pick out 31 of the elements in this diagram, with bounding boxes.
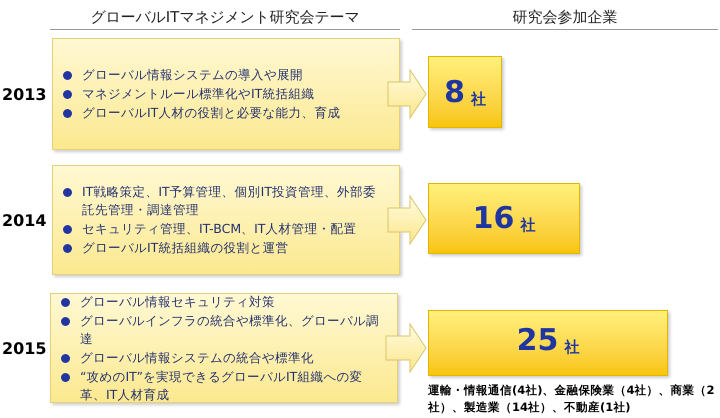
year-label: 2015	[2, 338, 47, 360]
count-unit: 社	[520, 215, 536, 235]
theme-item: グローバルIT統括組織の役割と運営	[82, 239, 290, 257]
block-arrow	[386, 322, 427, 374]
theme-box	[50, 293, 398, 403]
theme-item: “攻めのIT”を実現できるグローバルIT組織への変革、IT人材育成	[80, 368, 364, 404]
company-count-box	[428, 183, 580, 254]
theme-item: セキュリティ管理、IT-BCM、IT人材管理・配置	[82, 220, 358, 238]
theme-item: グローバル情報システムの導入や展開	[82, 66, 304, 84]
column-heading: 研究会参加企業	[512, 7, 618, 28]
theme-item: グローバルIT人材の役割と必要な能力、育成	[82, 104, 342, 122]
count-number: 25	[516, 325, 558, 357]
theme-box	[52, 38, 400, 150]
company-count-box	[428, 56, 502, 128]
count-number: 16	[472, 203, 514, 235]
count-unit: 社	[564, 337, 580, 357]
industry-breakdown-note: 運輸・情報通信(4社)、金融保険業（4社）、商業（2社）、製造業（14社）、不動産(1社)	[428, 382, 716, 416]
theme-item: グローバル情報システムの統合や標準化	[80, 348, 315, 366]
company-count-box	[428, 310, 668, 376]
column-heading: グローバルITマネジメント研究会テーマ	[90, 7, 360, 28]
count-unit: 社	[470, 89, 486, 109]
theme-item: グローバルインフラの統合や標準化、グローバル調達	[80, 312, 380, 348]
theme-box	[52, 165, 400, 275]
year-label: 2013	[2, 84, 47, 106]
theme-item: マネジメントルール標準化やIT統括組織	[82, 85, 316, 103]
block-arrow	[388, 68, 427, 120]
theme-item: IT戦略策定、IT予算管理、個別IT投資管理、外部委託先管理・調達管理	[82, 183, 377, 219]
theme-item: グローバル情報セキュリティ対策	[80, 292, 276, 310]
count-number: 8	[444, 77, 465, 109]
block-arrow	[388, 194, 427, 246]
year-label: 2014	[2, 210, 47, 232]
